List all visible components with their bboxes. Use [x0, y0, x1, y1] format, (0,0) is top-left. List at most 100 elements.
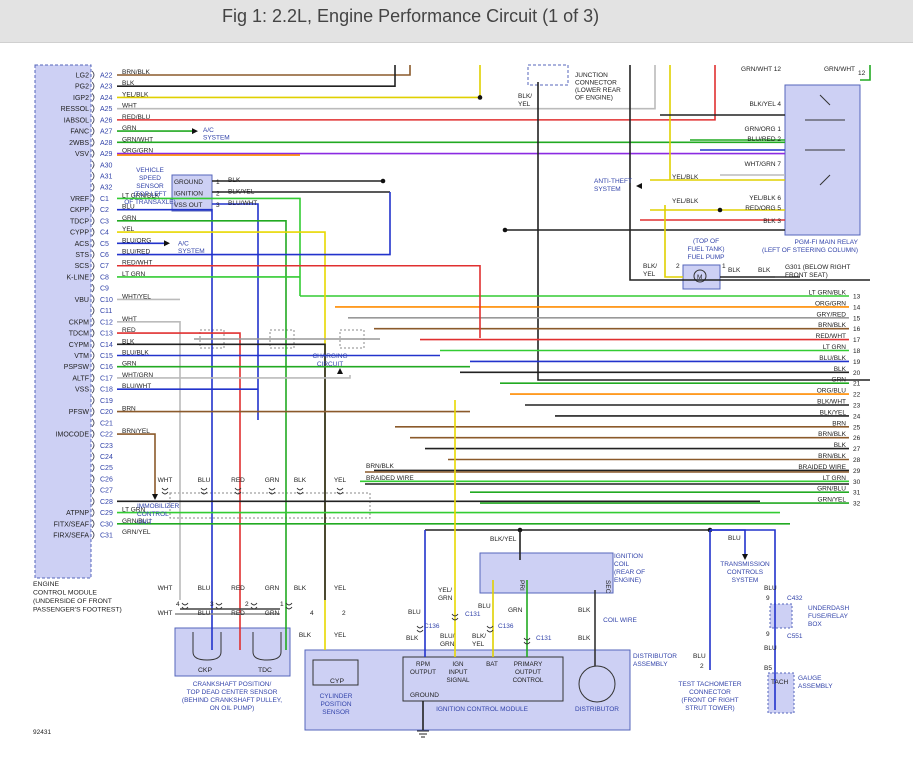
ecm-signal-A29: VSV: [75, 151, 89, 158]
pin-bracket: [91, 138, 95, 147]
crank-upper-connector: [296, 487, 304, 495]
tach-connector-label: (FRONT OF RIGHT: [681, 697, 738, 704]
right-wire-color-17: RED/WHT: [816, 333, 846, 340]
junction-wire-label: BLK/: [518, 93, 532, 100]
relay-pin-1: GRN/ORG 1: [745, 126, 782, 133]
pin-bracket: [91, 440, 95, 450]
junction-label: OF ENGINE): [575, 95, 613, 102]
crank-wire-label-lower: WHT: [158, 585, 173, 592]
ecm-box: [34, 64, 92, 579]
ecm-signal-A26: IABSOL: [64, 117, 89, 124]
right-wire-color-29: BRAIDED WIRE: [798, 464, 846, 471]
relay-pin-4: BLK/YEL 4: [749, 101, 781, 108]
ecm-wire-color-C20: BRN: [122, 406, 136, 413]
fuse-wire-label: BLU: [764, 585, 777, 592]
ecm-signal-A27: FANC: [70, 129, 89, 136]
pin-bracket: [91, 115, 95, 125]
gauge-box: [767, 672, 795, 714]
right-wire-num-28: 28: [853, 457, 861, 464]
crank-pin-num: 1: [280, 601, 284, 608]
connector-symbol: [250, 602, 258, 610]
ecm-signal-C10: VBU: [75, 297, 89, 304]
immobilizer-arrow: [152, 494, 158, 500]
main-relay-box: [784, 84, 861, 236]
pin-bracket: [91, 519, 95, 529]
ecm-pin-A30: A30: [100, 162, 113, 169]
cyp-sensor-label: POSITION: [320, 701, 351, 708]
ecm-signal-C12: CKPM: [69, 319, 89, 326]
pin-bracket: [91, 104, 95, 113]
fuel-pump-feed: [664, 205, 683, 278]
tach-connector-label: CONNECTOR: [689, 689, 731, 696]
c551-label: C551: [787, 633, 803, 640]
ecm-pin-A28: A28: [100, 140, 113, 147]
right-wire-color-14: ORG/GRN: [815, 300, 846, 307]
b5-pin: B5: [764, 665, 772, 672]
vss-sensor-label: SENSOR: [136, 183, 164, 190]
ecm-pin-C25: C25: [100, 465, 113, 472]
cyp-label: CYP: [330, 678, 344, 685]
pin-bracket: [91, 160, 95, 170]
fuel-pump-pin: 1: [722, 263, 726, 270]
fuel-pump-in-label: BLK/: [643, 263, 657, 270]
pin-bracket: [91, 126, 95, 136]
ecm-wire-color-C16: GRN: [122, 361, 137, 368]
ecm-pin-A24: A24: [100, 95, 113, 102]
fuse-relay-box: [769, 603, 793, 629]
pin-bracket: [91, 373, 95, 383]
wire-A25: [117, 65, 656, 110]
ecm-signal-C8: K-LINE: [66, 274, 89, 281]
ac-arrow-2: [164, 240, 170, 247]
wire-C14: [117, 343, 326, 600]
crank-upper-connector: [336, 487, 344, 495]
cyp-wire-lower: BLK: [299, 632, 312, 639]
crank-upper-connector: [161, 487, 169, 495]
ecm-signal-C14: CYPM: [69, 342, 89, 349]
crank-sensor-label: (BEHIND CRANKSHAFT PULLEY,: [182, 697, 282, 704]
ac-system-label-2: SYSTEM: [178, 248, 205, 255]
ecm-wire-color-C3: GRN: [122, 215, 137, 222]
ignition-coil-box: [479, 552, 614, 594]
ecm-signal-C22: IMOCODE: [56, 432, 90, 439]
immobilizer-label: IMMOBILIZER: [137, 503, 180, 510]
ignition-coil-label: (REAR OF: [614, 569, 645, 576]
tach-wire: [710, 529, 776, 710]
ecm-pin-C28: C28: [100, 499, 113, 506]
figure-title-bar: Fig 1: 2.2L, Engine Performance Circuit …: [0, 0, 913, 43]
relay-out-12: [860, 65, 871, 81]
pin-bracket: [91, 250, 95, 259]
splice-dot: [477, 95, 483, 100]
ecm-pin-C5: C5: [100, 241, 109, 248]
wire-label: BLU: [408, 609, 421, 616]
cyp-pin-num: 4: [310, 610, 314, 617]
fuel-pump-label: (TOP OF: [693, 238, 719, 245]
ecm-wire-color-A22: BRN/BLK: [122, 69, 150, 76]
ecm-pin-C6: C6: [100, 252, 109, 259]
distributor-label: DISTRIBUTOR: [575, 706, 619, 713]
wire-label: BLU/: [440, 633, 455, 640]
relay-pin-12-num: 12: [858, 70, 866, 77]
pin-bracket: [91, 227, 95, 237]
icm-col-label: PRIMARY: [514, 661, 543, 668]
right-wire-color-13: LT GRN/BLK: [809, 290, 847, 297]
ignition-coil-label: COIL: [614, 561, 630, 568]
pin-bracket: [91, 396, 95, 405]
right-wire-num-17: 17: [853, 337, 861, 344]
ecm-wire-color-A23: BLK: [122, 80, 135, 87]
ignition-coil-label: IGNITION: [614, 553, 643, 560]
right-wire-num-25: 25: [853, 424, 861, 431]
junction-label: JUNCTION: [575, 72, 608, 79]
vss-pin-color: BLK/YEL: [228, 189, 255, 196]
charging-circuit-label: CHARGING: [312, 353, 347, 360]
ac-arrow-1: [192, 128, 198, 135]
ecm-signal-C1: VREF: [70, 196, 89, 203]
pin-bracket: [91, 384, 95, 394]
ecm-pin-A22: A22: [100, 73, 113, 80]
ecm-signal-C29: ATPNP: [66, 510, 89, 517]
wire-C22: [117, 433, 156, 495]
wire-A26: [117, 65, 716, 121]
distributor-assembly-label: DISTRIBUTOR: [633, 653, 677, 660]
junction-label: CONNECTOR: [575, 80, 617, 87]
icm-col-label: CONTROL: [513, 677, 544, 684]
